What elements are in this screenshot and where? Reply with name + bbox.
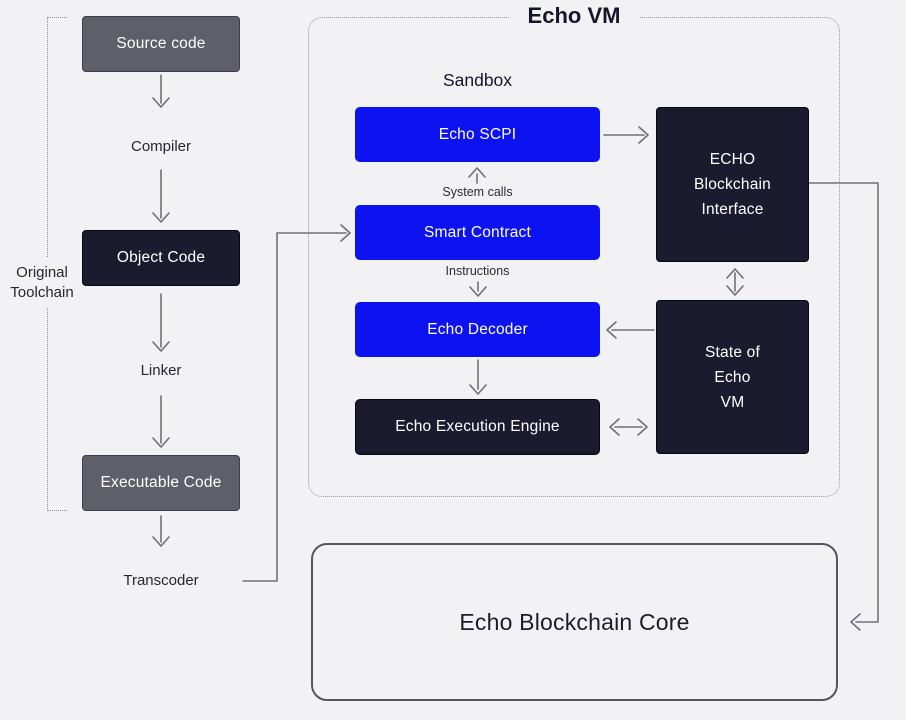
label-compiler: Compiler — [130, 138, 191, 155]
label-instructions: Instructions — [445, 264, 510, 278]
label-transcoder: Transcoder — [123, 572, 199, 589]
node-echo-blockchain-core: Echo Blockchain Core — [311, 543, 838, 701]
arrow-linker-to-executable — [152, 395, 170, 448]
label-linker: Linker — [140, 362, 182, 379]
echo-vm-container: Echo VM — [308, 3, 840, 497]
arrow-executable-to-transcoder — [152, 515, 170, 547]
node-echo-decoder: Echo Decoder — [355, 302, 600, 357]
arrow-compiler-to-object — [152, 169, 170, 223]
node-echo-blockchain-interface: ECHO Blockchain Interface — [656, 107, 809, 262]
echo-vm-title: Echo VM — [509, 3, 639, 29]
sandbox-label: Sandbox — [442, 70, 513, 90]
original-toolchain-label: Original Toolchain — [2, 258, 82, 307]
node-echo-execution-engine: Echo Execution Engine — [355, 399, 600, 455]
node-executable-code: Executable Code — [82, 455, 240, 511]
node-object-code: Object Code — [82, 230, 240, 286]
arrow-source-to-compiler — [152, 74, 170, 108]
label-system-calls: System calls — [442, 185, 513, 199]
node-state-of-echo-vm: State of Echo VM — [656, 300, 809, 454]
arrow-object-to-linker — [152, 293, 170, 352]
node-source-code: Source code — [82, 16, 240, 72]
node-smart-contract: Smart Contract — [355, 205, 600, 260]
node-echo-scpi: Echo SCPI — [355, 107, 600, 162]
